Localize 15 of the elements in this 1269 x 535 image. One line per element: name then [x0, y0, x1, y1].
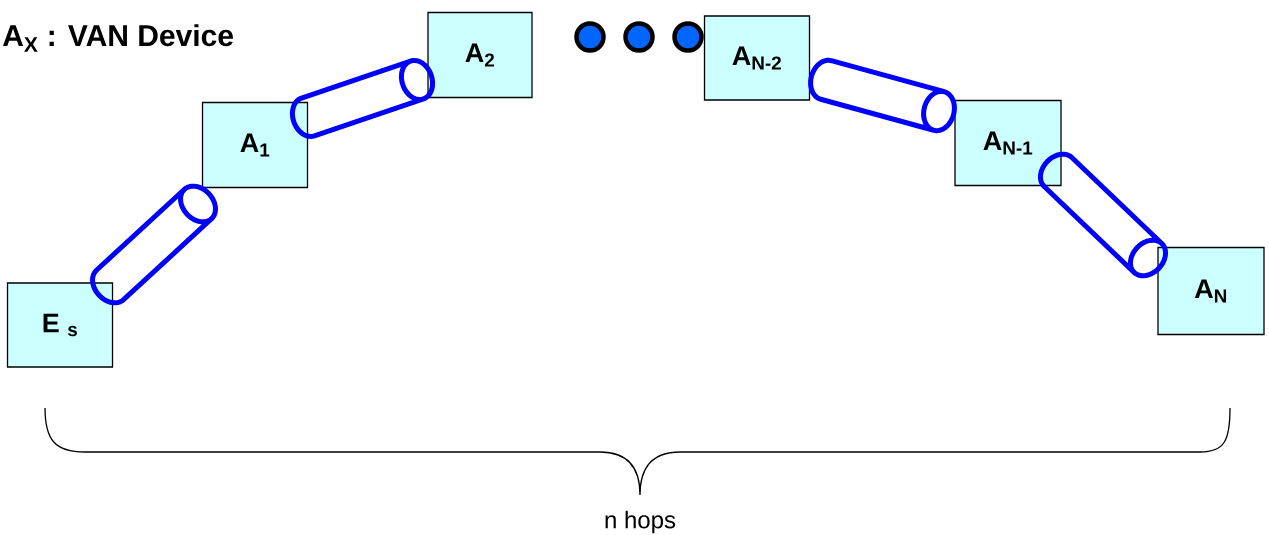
title: A$_{X}$ : VAN Device [2, 24, 233, 52]
span-label: n hops [605, 510, 676, 534]
device-box: A$_{1}$ [201, 101, 309, 189]
ellipsis-dot [623, 21, 655, 53]
tunnel-link [289, 57, 436, 139]
device-box: E $_{s}$ [6, 282, 114, 368]
ellipsis-dot [574, 21, 606, 53]
device-box: A$_{2}$ [427, 11, 533, 99]
device-box: A$_{N}$ [1157, 246, 1265, 336]
tunnel-link [808, 57, 957, 134]
device-box: A$_{N-2}$ [703, 15, 811, 101]
tunnel-link [1037, 151, 1169, 279]
device-box: A$_{N-1}$ [954, 99, 1062, 187]
tunnel-link [90, 183, 218, 306]
ellipsis-dot [672, 21, 704, 53]
